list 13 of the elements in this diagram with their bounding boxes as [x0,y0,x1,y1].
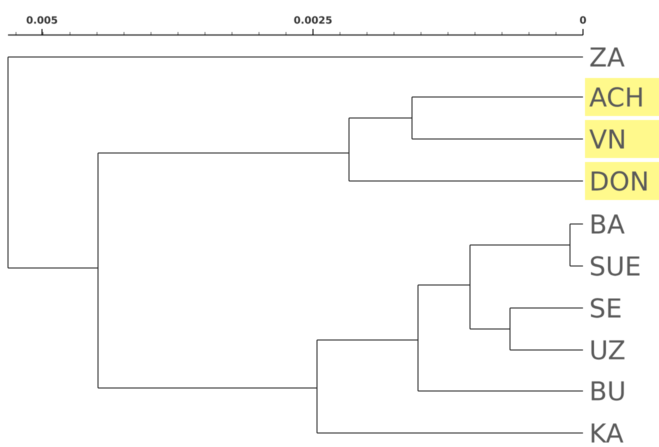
leaf-label: DON [592,171,647,191]
leaf-label: SE [590,298,620,318]
leaf-label: BU [592,381,624,401]
tick-label: 0.005 [26,16,58,24]
leaf-label: ACH [589,87,642,107]
tick-label: 0.0025 [294,16,332,24]
leaf-label: VN [589,130,624,148]
leaf-label: SUE [590,256,640,276]
leaf-label: KA [592,424,624,442]
leaf-label: ZA [590,48,625,66]
tick-label: 0 [580,16,586,24]
leaf-label: UZ [591,340,624,360]
leaf-label: BA [592,214,625,234]
